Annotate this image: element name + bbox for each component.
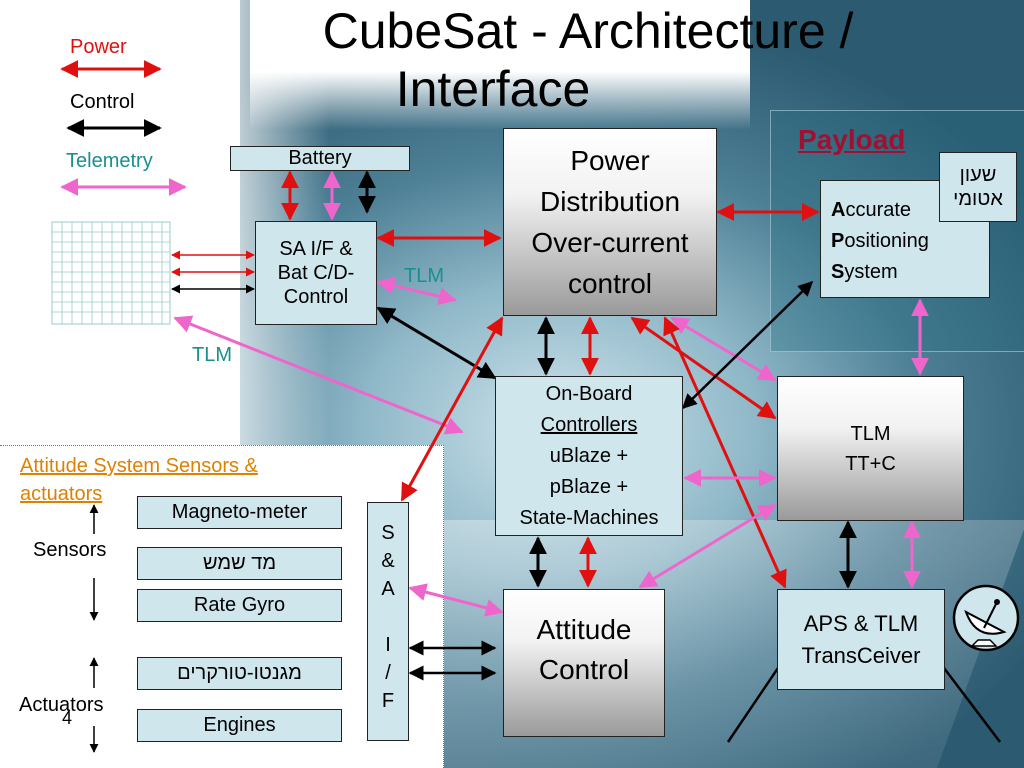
- title-line-1: CubeSat - Architecture /: [322, 3, 854, 59]
- attitude-section-heading: Attitude System Sensors & actuators: [20, 452, 258, 508]
- obc-box: On-Board Controllers uBlaze + pBlaze + S…: [495, 376, 683, 536]
- sa-if-line-1: SA I/F &: [279, 238, 353, 260]
- solar-panel-icon: [51, 221, 171, 325]
- aps-word-accurate: ccurate: [845, 198, 912, 221]
- obc-line-1: On-Board: [545, 382, 633, 405]
- rate-gyro-label: Rate Gyro: [193, 594, 286, 616]
- magnetometer-label: Magneto-meter: [171, 501, 308, 523]
- tlm-label-1: TLM: [404, 265, 444, 287]
- power-dist-line-4: control: [567, 268, 653, 299]
- sensors-label: Sensors: [33, 539, 107, 561]
- sa-vertical-char-6: /: [385, 662, 391, 684]
- sun-sensor-label: מד שמש: [202, 552, 277, 574]
- sa-if-vertical-box: S & A I / F: [367, 502, 409, 741]
- engines-box: Engines: [137, 709, 342, 742]
- atomic-clock-line-1: שעון: [959, 164, 997, 186]
- attitude-section-line-2: actuators: [20, 483, 103, 505]
- power-distribution-box: Power Distribution Over-current control: [503, 128, 717, 316]
- aps-letter-a: A: [831, 198, 846, 221]
- payload-label: Payload: [798, 124, 906, 155]
- aps-word-positioning: ositioning: [844, 229, 929, 252]
- attitude-line-2: Control: [538, 654, 630, 685]
- legend-power-label: Power: [70, 36, 127, 58]
- sa-if-line-3: Control: [283, 286, 349, 308]
- aps-letter-p: P: [831, 229, 845, 252]
- attitude-line-1: Attitude: [536, 614, 632, 645]
- rate-gyro-box: Rate Gyro: [137, 589, 342, 622]
- transceiver-line-1: APS & TLM: [803, 611, 919, 636]
- attitude-control-box: Attitude Control: [503, 589, 665, 737]
- tlm-box-line-1: TLM: [850, 423, 891, 445]
- magnetorquers-box: מגנטו-טורקרים: [137, 657, 342, 690]
- tlm-box-line-2: TT+C: [845, 453, 896, 475]
- power-dist-line-3: Over-current: [531, 227, 689, 258]
- transceiver-line-2: TransCeiver: [801, 643, 921, 668]
- legend-control-label: Control: [70, 91, 135, 113]
- battery-label: Battery: [288, 147, 352, 169]
- sa-vertical-char-3: A: [381, 578, 395, 600]
- sa-if-box: SA I/F & Bat C/D- Control: [255, 221, 377, 325]
- attitude-section-line-1: Attitude System Sensors &: [20, 455, 258, 477]
- white-panel-title: [250, 0, 750, 130]
- aps-letter-s: S: [831, 260, 845, 283]
- battery-box: Battery: [230, 146, 410, 171]
- page-number: 4: [62, 708, 73, 728]
- actuators-label: Actuators: [19, 694, 104, 716]
- aps-word-system: ystem: [844, 260, 898, 283]
- engines-label: Engines: [203, 714, 276, 736]
- sun-sensor-box: מד שמש: [137, 547, 342, 580]
- sa-vertical-char-7: F: [381, 690, 395, 712]
- title-line-2: Interface: [395, 61, 591, 117]
- satellite-dish-icon: [952, 584, 1020, 652]
- obc-line-2: Controllers: [540, 413, 638, 436]
- sa-if-line-2: Bat C/D-: [277, 262, 355, 284]
- tlm-box: TLM TT+C: [777, 376, 964, 521]
- magnetorquers-label: מגנטו-טורקרים: [177, 662, 302, 684]
- obc-line-4: pBlaze +: [549, 475, 629, 498]
- sa-vertical-char-5: I: [385, 634, 391, 656]
- legend-telemetry-label: Telemetry: [66, 150, 153, 172]
- obc-line-5: State-Machines: [519, 506, 659, 529]
- magnetometer-box: Magneto-meter: [137, 496, 342, 529]
- atomic-clock-box: שעון אטומי: [939, 152, 1017, 222]
- page-title: CubeSat - Architecture / Interface: [268, 2, 908, 118]
- obc-line-3: uBlaze +: [549, 444, 629, 467]
- tlm-label-2: TLM: [192, 344, 232, 366]
- atomic-clock-line-2: אטומי: [953, 188, 1003, 210]
- sa-vertical-char-2: &: [381, 550, 395, 572]
- power-dist-line-2: Distribution: [539, 186, 681, 217]
- sa-vertical-char-1: S: [381, 522, 395, 544]
- power-dist-line-1: Power: [570, 145, 650, 176]
- transceiver-box: APS & TLM TransCeiver: [777, 589, 945, 690]
